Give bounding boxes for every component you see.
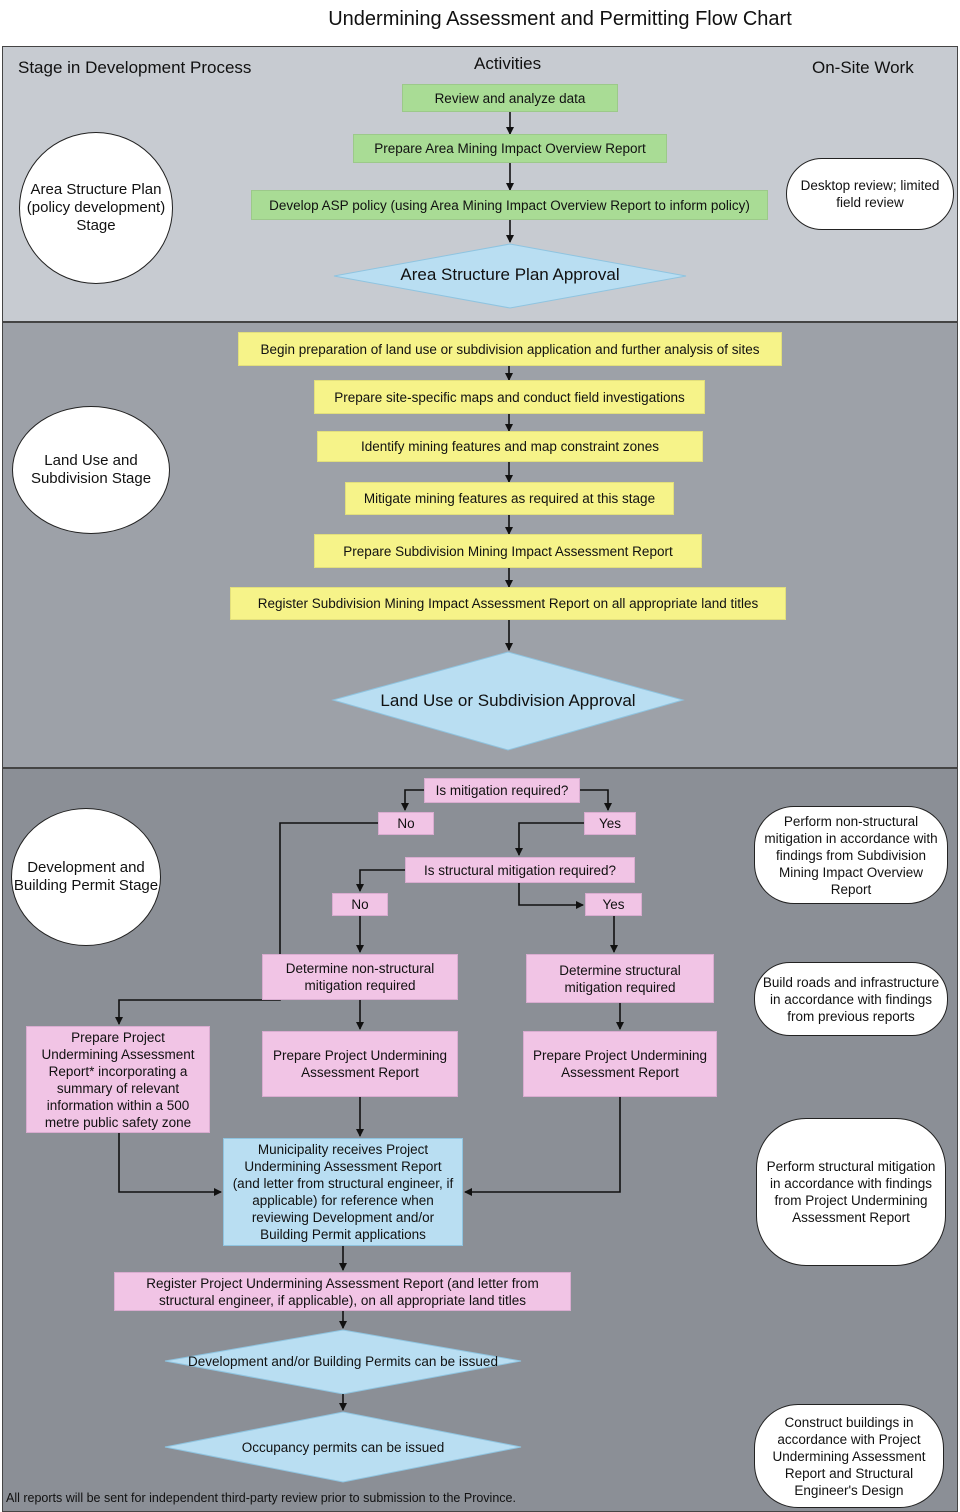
- asp-approval-diamond: [333, 243, 687, 309]
- asp-review-box: Review and analyze data: [402, 84, 618, 112]
- header-onsite: On-Site Work: [812, 58, 914, 77]
- landuse-begin-box: Begin preparation of land use or subdivi…: [238, 332, 782, 366]
- onsite-structural-note: Perform structural mitigation in accorda…: [756, 1118, 946, 1266]
- prepare-report-left-box: Prepare Project Undermining Assessment R…: [26, 1026, 210, 1133]
- municipality-receives-box: Municipality receives Project Underminin…: [223, 1138, 463, 1246]
- occupancy-diamond: [164, 1411, 522, 1483]
- question-mitigation-box: Is mitigation required?: [424, 778, 580, 803]
- landuse-prepare-sub-box: Prepare Subdivision Mining Impact Assess…: [314, 534, 702, 568]
- determine-structural-box: Determine structural mitigation required: [526, 954, 714, 1003]
- answer-yes-2-box: Yes: [585, 893, 642, 916]
- footer-note: All reports will be sent for independent…: [6, 1491, 516, 1505]
- header-activities: Activities: [474, 54, 542, 73]
- stage-landuse-oval: Land Use and Subdivision Stage: [12, 406, 170, 534]
- register-project-report-box: Register Project Undermining Assessment …: [114, 1272, 571, 1311]
- asp-develop-policy-box: Develop ASP policy (using Area Mining Im…: [251, 190, 768, 220]
- page-title: Undermining Assessment and Permitting Fl…: [328, 8, 792, 30]
- permits-label: Development and/or Building Permits can …: [188, 1353, 498, 1369]
- landuse-approval-diamond: [331, 651, 685, 751]
- answer-no-2-box: No: [332, 893, 388, 916]
- answer-no-1-box: No: [378, 812, 434, 835]
- landuse-approval-label: Land Use or Subdivision Approval: [380, 691, 636, 710]
- asp-approval-label: Area Structure Plan Approval: [400, 265, 620, 284]
- landuse-register-sub-box: Register Subdivision Mining Impact Asses…: [230, 587, 786, 620]
- stage-devbuild-oval: Development and Building Permit Stage: [11, 808, 161, 946]
- answer-yes-1-box: Yes: [584, 812, 636, 835]
- onsite-nonstructural-note: Perform non-structural mitigation in acc…: [754, 806, 948, 904]
- onsite-construct-note: Construct buildings in accordance with P…: [754, 1404, 944, 1508]
- asp-prepare-area-box: Prepare Area Mining Impact Overview Repo…: [353, 134, 667, 163]
- stage-asp-oval: Area Structure Plan (policy development)…: [19, 132, 173, 284]
- landuse-identify-box: Identify mining features and map constra…: [317, 431, 703, 462]
- onsite-desktop-note: Desktop review; limited field review: [786, 158, 954, 230]
- prepare-report-right-box: Prepare Project Undermining Assessment R…: [523, 1031, 717, 1097]
- landuse-maps-box: Prepare site-specific maps and conduct f…: [314, 380, 705, 414]
- determine-nonstructural-box: Determine non-structural mitigation requ…: [262, 954, 458, 1000]
- landuse-mitigate-box: Mitigate mining features as required at …: [345, 482, 674, 515]
- prepare-report-middle-box: Prepare Project Undermining Assessment R…: [262, 1031, 458, 1097]
- question-structural-box: Is structural mitigation required?: [405, 857, 635, 883]
- header-stage: Stage in Development Process: [18, 58, 252, 77]
- occupancy-label: Occupancy permits can be issued: [241, 1439, 445, 1455]
- onsite-roads-note: Build roads and infrastructure in accord…: [754, 962, 948, 1036]
